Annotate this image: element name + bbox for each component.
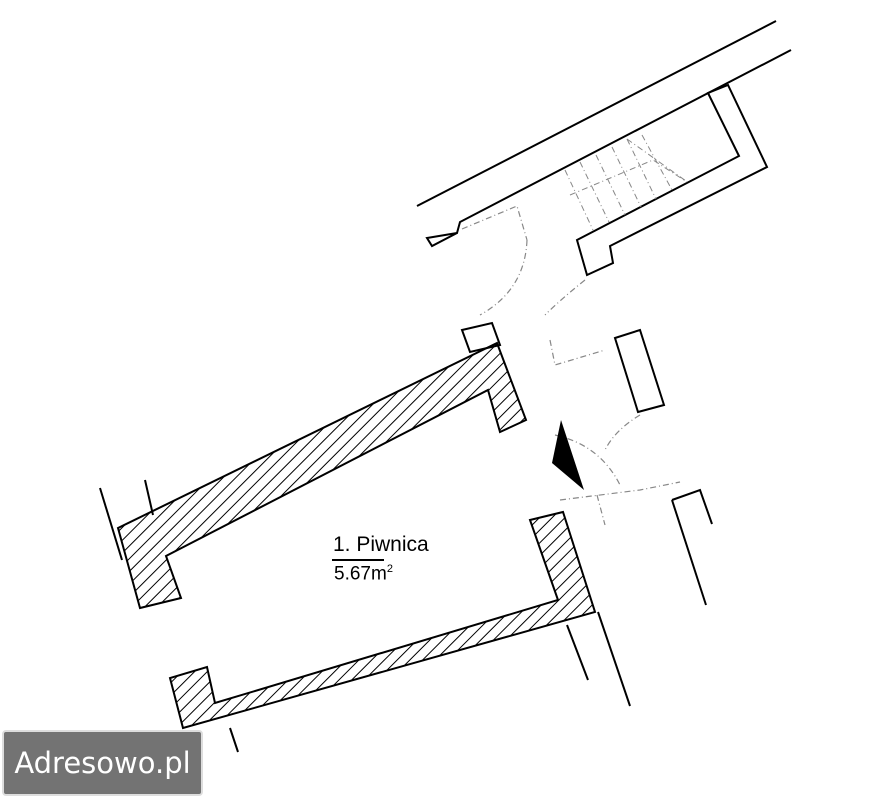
corridor-wall: [425, 49, 792, 248]
watermark-logo: Adresowo.pl: [2, 730, 203, 796]
entrance-arrow-icon: [552, 420, 584, 490]
wall-stub: [460, 321, 502, 354]
room-area-unit: 2: [386, 563, 393, 575]
room-area-value: 5.67m: [334, 563, 387, 585]
stairs: [564, 134, 688, 231]
door-swings: [461, 205, 681, 526]
hatched-wall-lower: [168, 510, 597, 730]
room-label: 1. Piwnica: [333, 533, 429, 556]
room-area: 5.67m2: [334, 563, 393, 585]
watermark-text: Adresowo.pl: [14, 746, 191, 780]
thin-wall: [229, 727, 239, 753]
thin-wall: [99, 487, 123, 561]
thin-wall: [671, 499, 707, 606]
thin-wall: [597, 611, 631, 707]
pillar: [613, 328, 666, 414]
thin-wall: [566, 624, 589, 681]
thin-wall: [144, 479, 154, 516]
stairwell-wall: [575, 83, 769, 277]
label-underline: [332, 559, 384, 561]
outer-wall-line: [416, 20, 777, 207]
thin-wall: [671, 488, 713, 525]
hatched-wall-upper: [116, 341, 528, 610]
